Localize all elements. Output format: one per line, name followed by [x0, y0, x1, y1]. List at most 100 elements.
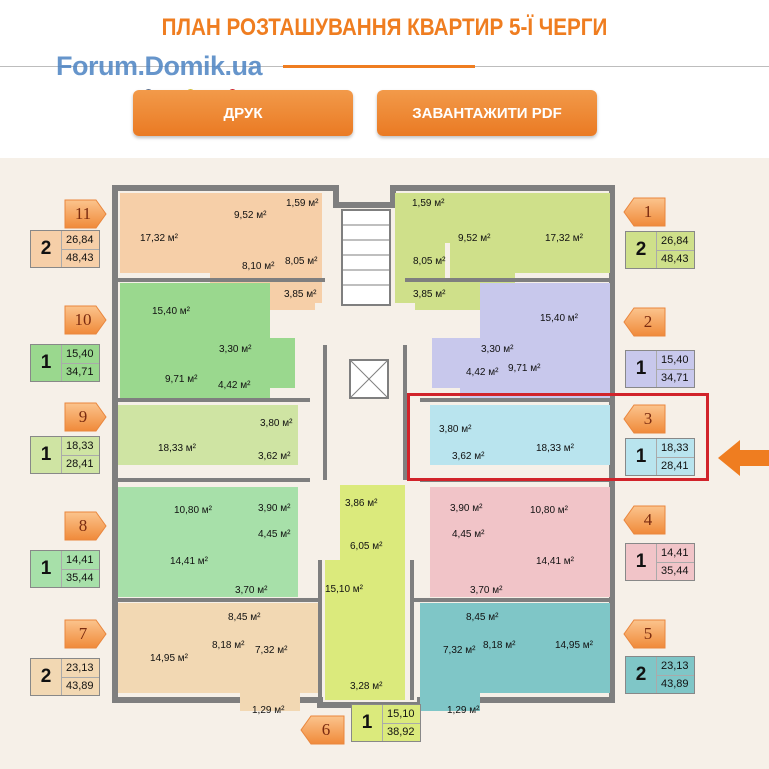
total-area: 35,44: [661, 565, 689, 578]
apt-number-7: 7: [78, 624, 88, 643]
area-label: 17,32 м²: [545, 233, 584, 244]
living-area: 23,13: [657, 657, 694, 676]
apt-number-3: 3: [643, 409, 653, 428]
rooms-count: 1: [31, 345, 62, 381]
area-label: 3,80 м²: [439, 424, 472, 435]
area-label: 4,42 м²: [218, 380, 251, 391]
header-rule-accent: [283, 65, 475, 68]
rooms-count: 1: [626, 351, 657, 387]
rooms-count: 1: [352, 705, 383, 741]
total-area: 28,41: [66, 458, 94, 471]
total-area: 43,89: [66, 680, 94, 693]
area-label: 3,70 м²: [235, 585, 268, 596]
area-label: 4,45 м²: [452, 529, 485, 540]
apt-1-hall: [415, 280, 485, 310]
apt-number-11: 11: [74, 204, 92, 223]
living-area: 18,33: [657, 439, 694, 458]
area-label: 14,41 м²: [536, 556, 575, 567]
apt-11-bath: [280, 193, 322, 243]
living-area: 15,40: [657, 351, 694, 370]
apt-2-living: [480, 283, 610, 338]
apt-1-info[interactable]: 2 26,84 48,43: [625, 231, 695, 269]
apt-8-kitchen: [118, 487, 298, 537]
area-label: 8,45 м²: [466, 612, 499, 623]
apt-3-bath: [430, 405, 503, 435]
apt-number-9: 9: [78, 407, 88, 426]
rooms-count: 2: [626, 657, 657, 693]
apt-7-living: [118, 603, 238, 693]
area-label: 15,40 м²: [540, 313, 579, 324]
living-area: 15,40: [62, 345, 99, 364]
total-area: 38,92: [387, 726, 415, 739]
rooms-count: 2: [626, 232, 657, 268]
apt-2-info[interactable]: 1 15,40 34,71: [625, 350, 695, 388]
print-button[interactable]: ДРУК: [133, 90, 353, 136]
area-label: 8,05 м²: [413, 256, 446, 267]
area-label: 3,80 м²: [260, 418, 293, 429]
apt-5-living: [490, 603, 610, 693]
rooms-count: 1: [626, 544, 657, 580]
apt-9-bath: [225, 405, 298, 435]
area-label: 14,95 м²: [555, 640, 594, 651]
rooms-count: 1: [31, 551, 62, 587]
living-area: 26,84: [657, 232, 694, 251]
download-pdf-button[interactable]: ЗАВАНТАЖИТИ PDF: [377, 90, 597, 136]
apt-4-kitchen: [430, 487, 610, 537]
area-label: 1,29 м²: [447, 705, 480, 716]
apt-number-10: 10: [74, 310, 92, 329]
area-label: 4,42 м²: [466, 367, 499, 378]
area-label: 3,62 м²: [452, 451, 485, 462]
area-label: 17,32 м²: [140, 233, 179, 244]
apt-8-living: [118, 537, 298, 597]
area-label: 18,33 м²: [536, 443, 575, 454]
area-label: 3,90 м²: [258, 503, 291, 514]
area-label: 18,33 м²: [158, 443, 197, 454]
area-label: 10,80 м²: [530, 505, 569, 516]
apt-number-6: 6: [321, 720, 331, 739]
total-area: 34,71: [661, 372, 689, 385]
apt-10-living: [120, 283, 270, 338]
apt-6-balcony: [325, 675, 405, 700]
apt-8-info[interactable]: 1 14,41 35,44: [30, 550, 100, 588]
area-label: 8,05 м²: [285, 256, 318, 267]
area-label: 3,30 м²: [219, 344, 252, 355]
area-label: 3,30 м²: [481, 344, 514, 355]
apt-1-living: [510, 193, 610, 273]
apt-1-bath: [395, 193, 450, 243]
area-label: 10,80 м²: [174, 505, 213, 516]
area-label: 8,45 м²: [228, 612, 261, 623]
page-title: ПЛАН РОЗТАШУВАННЯ КВАРТИР 5-Ї ЧЕРГИ: [161, 14, 608, 41]
stair-steps: [342, 224, 390, 286]
total-area: 48,43: [66, 252, 94, 265]
area-label: 9,52 м²: [234, 210, 267, 221]
apt-5-balcony: [420, 693, 480, 711]
area-label: 6,05 м²: [350, 541, 383, 552]
area-label: 3,28 м²: [350, 681, 383, 692]
living-area: 14,41: [62, 551, 99, 570]
print-button-label: ДРУК: [223, 104, 263, 122]
area-label: 15,10 м²: [325, 584, 364, 595]
selected-apartment-highlight: [407, 393, 709, 481]
area-label: 7,32 м²: [255, 645, 288, 656]
apt-number-2: 2: [643, 312, 653, 331]
rooms-count: 1: [626, 439, 657, 475]
area-label: 8,10 м²: [242, 261, 275, 272]
rooms-count: 1: [31, 437, 62, 473]
total-area: 35,44: [66, 572, 94, 585]
apt-7-balcony: [240, 693, 300, 711]
apt-6-hall: [340, 485, 405, 560]
area-label: 14,41 м²: [170, 556, 209, 567]
apt-5-bedroom: [420, 603, 500, 693]
area-label: 3,86 м²: [345, 498, 378, 509]
watermark: Forum.Domik.ua: [56, 51, 263, 81]
apt-number-8: 8: [78, 516, 88, 535]
total-area: 48,43: [661, 253, 689, 266]
